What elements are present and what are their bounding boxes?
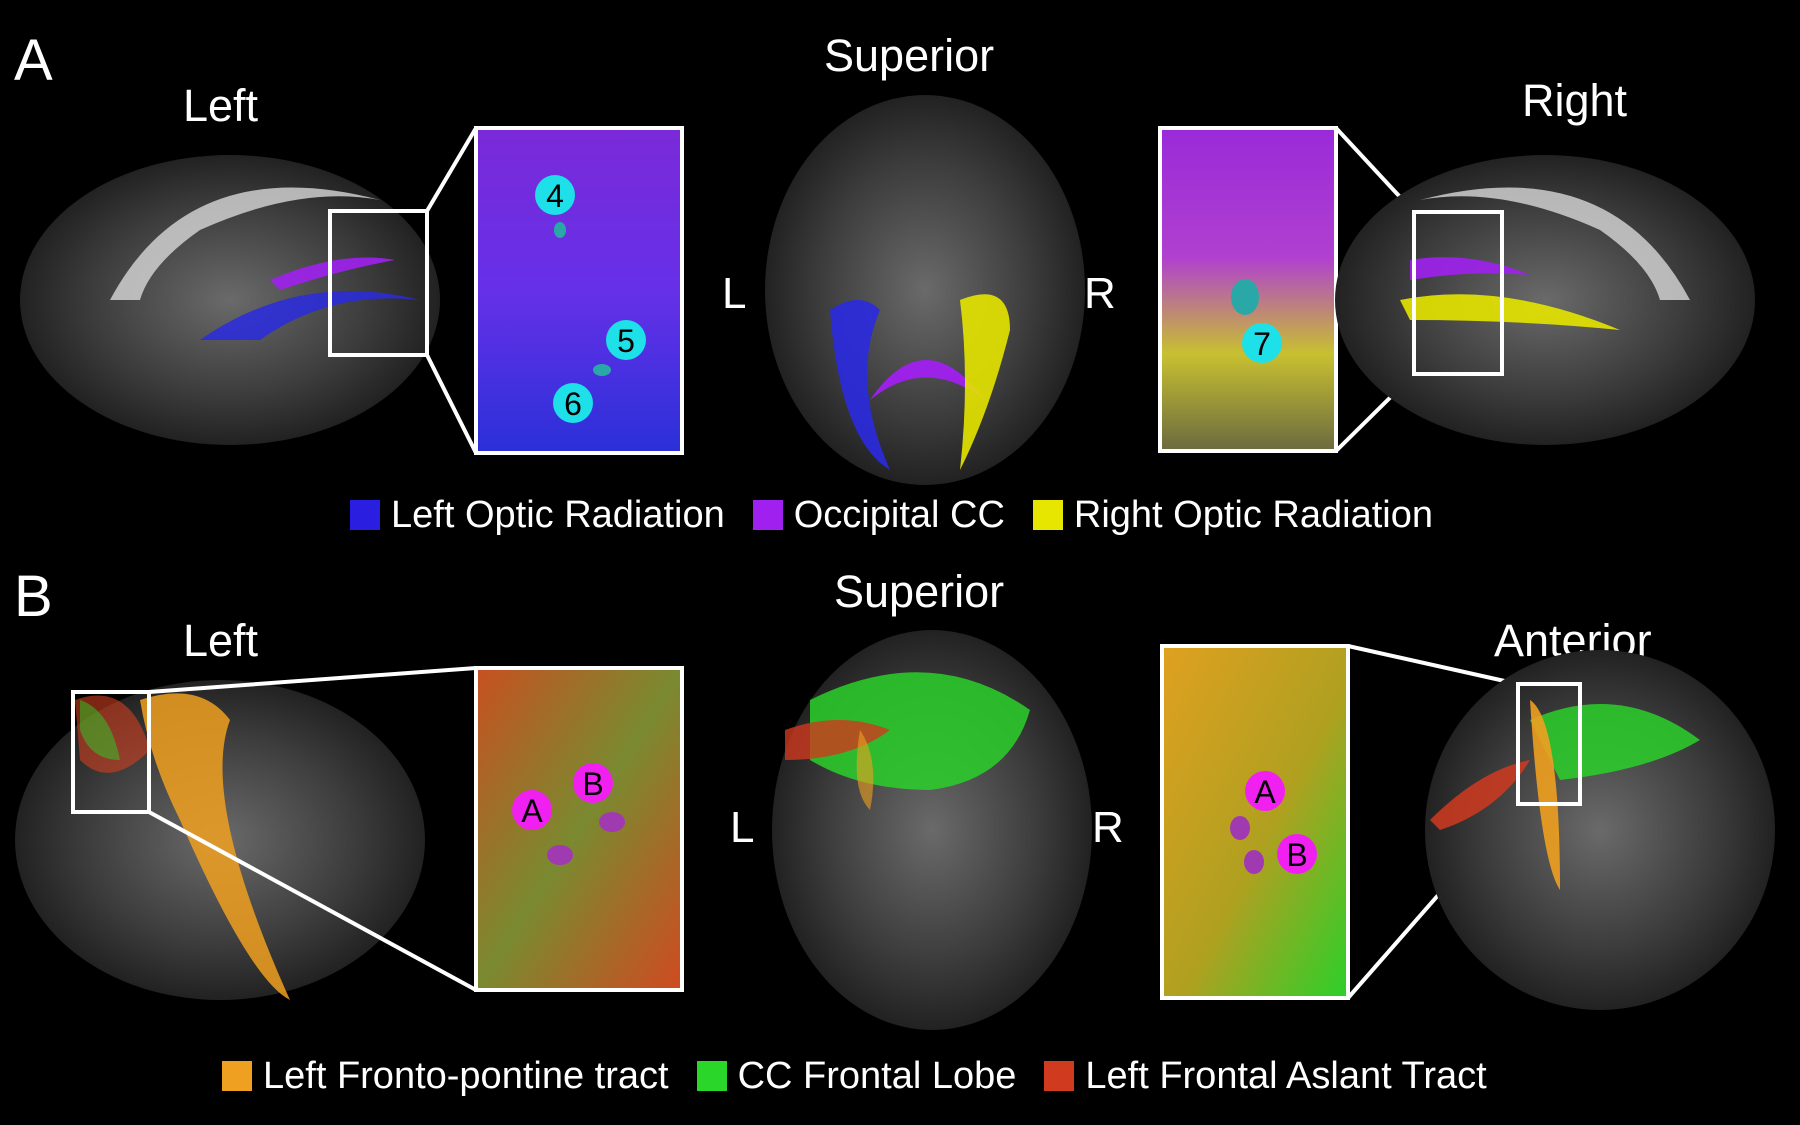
legend-label: Left Frontal Aslant Tract (1085, 1055, 1487, 1097)
legend-right-optic-radiation: Right Optic Radiation (1032, 494, 1433, 536)
marker-7-label: 7 (1253, 326, 1271, 362)
marker-a-left-label: A (521, 793, 543, 829)
legend-left-fronto-pontine: Left Fronto-pontine tract (222, 1057, 669, 1095)
panel-a-superior-label: Superior (824, 30, 995, 81)
marker-4: 4 (535, 175, 575, 215)
legend-swatch (1032, 500, 1063, 530)
legend-occipital-cc: Occipital CC (752, 494, 1005, 536)
legend-swatch (350, 500, 380, 530)
panel-b-left-label: Left (183, 615, 259, 666)
panel-a-left-label: Left (183, 80, 259, 131)
panel-b-coronal (1425, 650, 1775, 1010)
panel-a-right-inset (1158, 126, 1416, 453)
panel-a-right-label: Right (1522, 75, 1628, 126)
marker-6-label: 6 (564, 386, 582, 422)
marker-b-left-label: B (582, 766, 603, 802)
panel-b-superior-label: Superior (834, 566, 1005, 617)
legend-label: Occipital CC (793, 494, 1005, 536)
legend-left-optic-radiation: Left Optic Radiation (350, 496, 725, 534)
legend-label: Right Optic Radiation (1073, 494, 1433, 536)
panel-b-left-sagittal (15, 666, 477, 1000)
legend-label: Left Fronto-pontine tract (263, 1055, 669, 1097)
panel-a-legend: Left Optic Radiation Occipital CC Right … (350, 496, 1461, 534)
marker-a-left: A (512, 790, 552, 830)
panel-b-left-inset (474, 666, 684, 992)
marker-a-right-label: A (1254, 774, 1276, 810)
panel-a-letter: A (14, 28, 53, 93)
panel-a-left-sagittal (20, 126, 478, 454)
marker-5: 5 (606, 320, 646, 360)
marker-a-right: A (1245, 771, 1285, 811)
panel-a-right-sagittal (1335, 155, 1755, 445)
legend-left-frontal-aslant: Left Frontal Aslant Tract (1044, 1055, 1487, 1097)
legend-swatch (1044, 1061, 1075, 1091)
panel-a-dir-right: R (1084, 269, 1116, 318)
legend-swatch (222, 1061, 252, 1091)
marker-b-left: B (573, 763, 613, 803)
legend-swatch (696, 1061, 727, 1091)
legend-swatch (752, 500, 783, 530)
legend-label: Left Optic Radiation (391, 494, 725, 536)
legend-cc-frontal-lobe: CC Frontal Lobe (696, 1055, 1017, 1097)
panel-b-letter: B (14, 564, 53, 629)
marker-6: 6 (553, 383, 593, 423)
panel-b-legend: Left Fronto-pontine tract CC Frontal Lob… (222, 1057, 1515, 1095)
marker-5-label: 5 (617, 323, 635, 359)
panel-b-axial (772, 630, 1092, 1030)
panel-a-dir-left: L (722, 269, 747, 318)
legend-label: CC Frontal Lobe (737, 1055, 1017, 1097)
marker-7: 7 (1242, 323, 1282, 363)
marker-b-right: B (1277, 834, 1317, 874)
marker-4-label: 4 (546, 178, 564, 214)
marker-b-right-label: B (1286, 837, 1307, 873)
panel-b-right-inset (1160, 644, 1520, 1000)
panel-a-axial (765, 95, 1085, 485)
panel-b-dir-left: L (730, 803, 755, 852)
panel-b-dir-right: R (1092, 803, 1124, 852)
